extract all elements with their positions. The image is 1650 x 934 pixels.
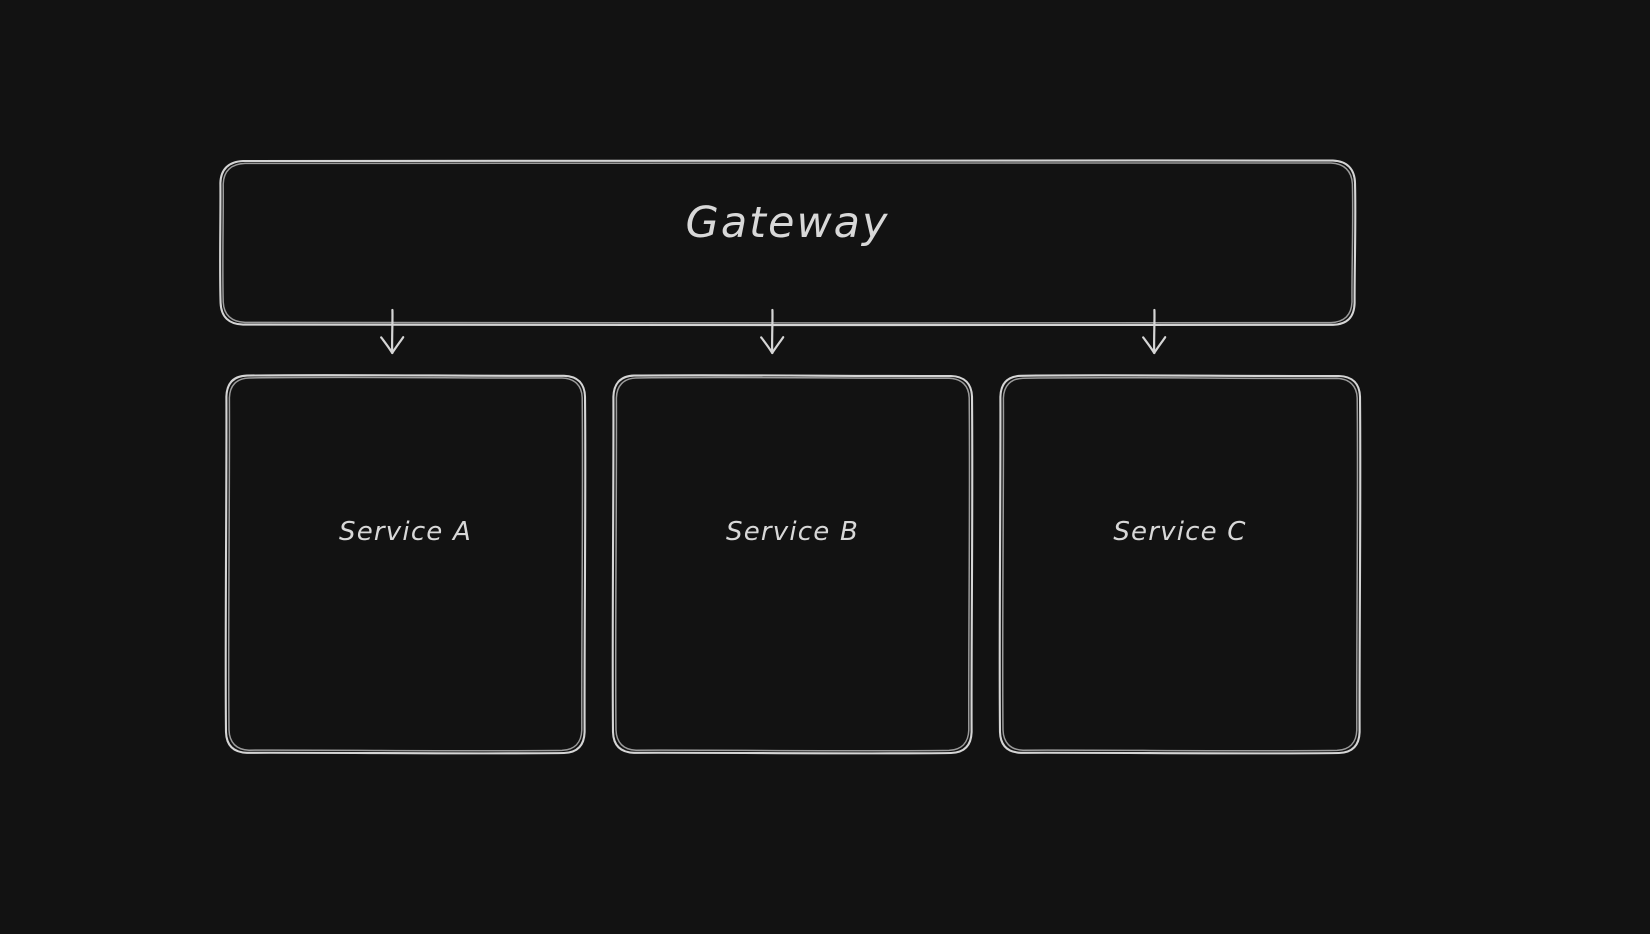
service-c-node-label: Service C bbox=[1113, 517, 1247, 547]
service-c-node-shape[interactable] bbox=[998, 374, 1362, 755]
service-b-node-label: Service B bbox=[726, 517, 859, 547]
service-a-node-label: Service A bbox=[339, 517, 472, 547]
edge-gateway-to-service-c bbox=[1142, 308, 1167, 355]
service-b-node-shape[interactable] bbox=[611, 374, 974, 755]
edge-gateway-to-service-b bbox=[760, 308, 785, 355]
gateway-node-label: Gateway bbox=[685, 198, 890, 248]
service-a-node-shape[interactable] bbox=[224, 374, 587, 755]
gateway-node-shape[interactable] bbox=[219, 158, 1357, 327]
edge-gateway-to-service-a bbox=[380, 308, 405, 355]
